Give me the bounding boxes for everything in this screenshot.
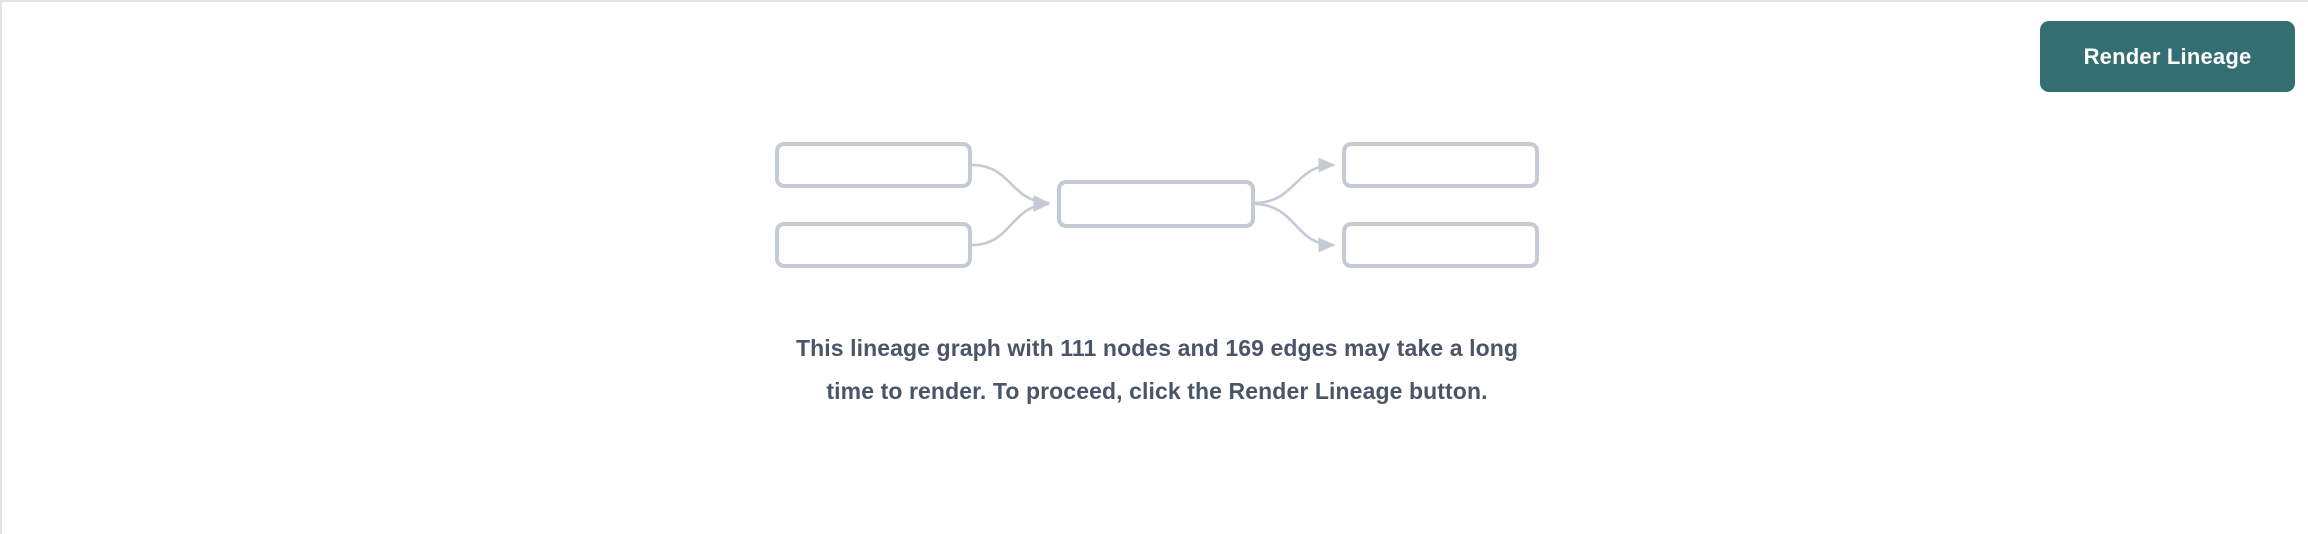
lineage-placeholder-edges [971,157,1336,253]
lineage-placeholder-node-source-1 [775,142,972,188]
lineage-edge-center-target2 [1254,202,1336,253]
lineage-edge-source1-center [971,163,1051,211]
render-lineage-button[interactable]: Render Lineage [2040,21,2295,92]
lineage-placeholder-node-source-2 [775,222,972,268]
lineage-edge-center-target1 [1254,157,1336,205]
lineage-placeholder-node-target-1 [1342,142,1539,188]
lineage-warning-message: This lineage graph with 111 nodes and 16… [795,335,1519,404]
lineage-placeholder-node-center [1057,180,1255,228]
lineage-placeholder-node-target-2 [1342,222,1539,268]
lineage-placeholder-graph [2,2,2308,302]
lineage-edge-source2-center [971,196,1051,247]
